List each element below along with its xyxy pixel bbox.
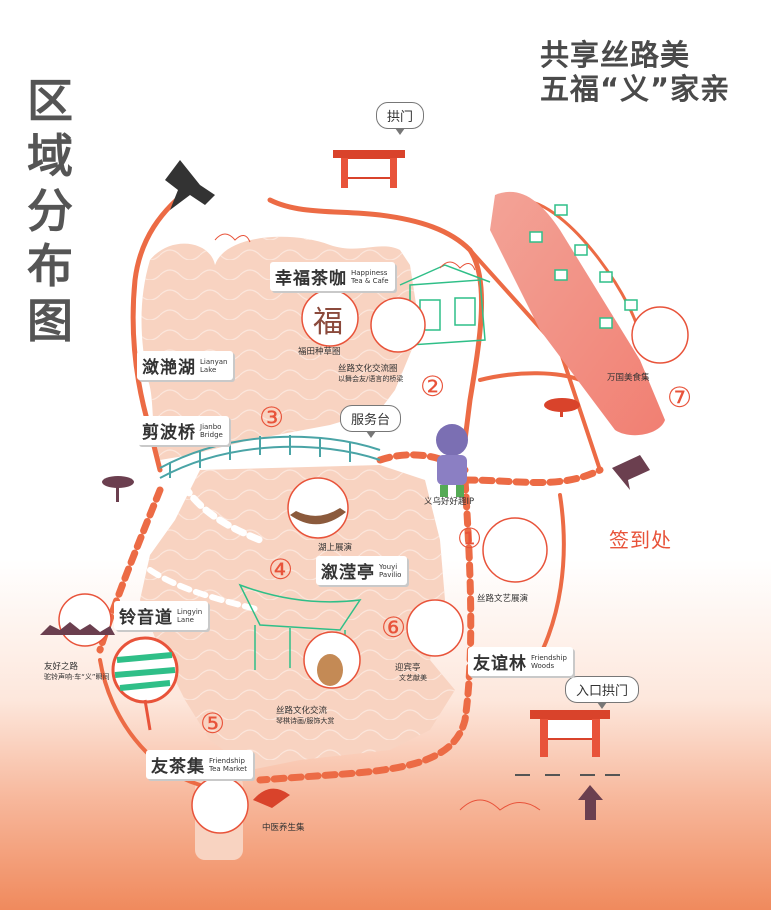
zone-en-2: Tea Market bbox=[209, 764, 247, 773]
fu-character: 福 bbox=[313, 305, 343, 340]
slogan: 共享丝路美 五福“义”家亲 bbox=[540, 38, 730, 106]
zone-en-2: Lake bbox=[200, 365, 217, 374]
note-friendship-road: 友好之路 bbox=[44, 662, 79, 672]
station-number-4: ④ bbox=[268, 553, 294, 586]
food-circle bbox=[631, 306, 689, 364]
top-gate-drawing bbox=[333, 150, 405, 188]
zone-en-1: Youyi bbox=[379, 562, 398, 571]
zone-en-1: Lianyan bbox=[200, 357, 228, 366]
zone-name: 友谊林 bbox=[473, 654, 527, 674]
station-number-1: ① bbox=[457, 522, 483, 555]
zone-name: 友茶集 bbox=[151, 757, 205, 777]
map-title: 区域分布图 bbox=[27, 74, 73, 348]
pipa-icon bbox=[317, 654, 343, 686]
zone-en-1: Jianbo bbox=[200, 422, 222, 431]
station-number-3: ③ bbox=[259, 401, 285, 434]
zone-name: 铃音道 bbox=[119, 608, 173, 628]
note-welcome-pavilion-sub: 文艺献美 bbox=[399, 674, 427, 682]
lantern-drawing bbox=[111, 636, 179, 731]
note-silk-exchange: 丝路文化交流 bbox=[276, 706, 328, 716]
zone-en-1: Friendship bbox=[209, 756, 245, 765]
opera-circle bbox=[482, 517, 548, 583]
note-silk-exchange-circle-sub: 以舞会友/语言的桥梁 bbox=[338, 375, 404, 383]
boat-icon bbox=[290, 508, 346, 525]
cloud-decor bbox=[439, 261, 476, 271]
note-world-food: 万国美食集 bbox=[607, 373, 650, 383]
cloud-decor bbox=[214, 233, 251, 243]
zone-en-2: Pavilio bbox=[379, 570, 402, 579]
jianbo-bridge-drawing bbox=[159, 435, 381, 479]
dancer-circle bbox=[370, 297, 426, 353]
zone-en-1: Happiness bbox=[351, 268, 388, 277]
entrance-gate-drawing bbox=[515, 710, 620, 776]
station-number-2: ② bbox=[420, 370, 446, 403]
zone-name: 剪波桥 bbox=[142, 423, 196, 443]
mascot-drawing bbox=[436, 424, 468, 497]
park-land bbox=[140, 236, 455, 860]
cloud-decor bbox=[459, 799, 541, 811]
fan-icon bbox=[253, 788, 290, 808]
zone-en-2: Lane bbox=[177, 615, 194, 624]
zone-en-2: Woods bbox=[531, 661, 555, 670]
note-welcome-pavilion: 迎宾亭 bbox=[395, 663, 421, 673]
note-friendship-road-sub: 驼铃声响·车“义”瞬间 bbox=[44, 673, 110, 681]
slogan-line-2: 五福“义”家亲 bbox=[540, 72, 731, 106]
zone-name: 潋滟湖 bbox=[142, 358, 196, 378]
zone-name: 溆滢亭 bbox=[321, 563, 375, 583]
swallow-icon bbox=[165, 160, 215, 210]
tree-icon bbox=[102, 398, 580, 502]
checkin-arrow-icon bbox=[612, 455, 650, 490]
zone-en-2: Bridge bbox=[200, 430, 223, 439]
pavilion-circle bbox=[406, 599, 464, 657]
boat-circle bbox=[287, 477, 349, 539]
station-number-5: ⑤ bbox=[200, 707, 226, 740]
camels-icon bbox=[40, 622, 115, 635]
stall-flags bbox=[529, 204, 638, 329]
camel-circle bbox=[58, 593, 112, 647]
tcm-circle bbox=[191, 776, 249, 834]
station-number-7: ⑦ bbox=[667, 381, 693, 414]
station-number-6: ⑥ bbox=[381, 611, 407, 644]
zone-en-1: Friendship bbox=[531, 653, 567, 662]
note-futian: 福田种草圈 bbox=[298, 347, 341, 357]
note-silk-art-show: 丝路文艺展演 bbox=[477, 594, 529, 604]
market-street bbox=[490, 191, 665, 436]
note-yiwu-ip: 义乌好好趣IP bbox=[424, 497, 475, 507]
checkin-label: 签到处 bbox=[609, 528, 672, 552]
entrance-arrow-icon bbox=[578, 785, 603, 820]
note-silk-exchange-circle: 丝路文化交流圈 bbox=[338, 364, 398, 374]
zone-en-1: Lingyin bbox=[177, 607, 203, 616]
zone-en-2: Tea & Cafe bbox=[351, 276, 389, 285]
entrance-gate-bubble: 入口拱门 bbox=[565, 676, 640, 709]
service-desk-bubble: 服务台 bbox=[340, 405, 402, 438]
note-tcm: 中医养生集 bbox=[262, 823, 305, 833]
note-silk-exchange-sub: 琴棋诗画/服饰大赏 bbox=[276, 717, 335, 725]
zone-name: 幸福茶咖 bbox=[275, 269, 347, 289]
slogan-line-1: 共享丝路美 bbox=[540, 38, 691, 72]
note-lake-show: 湖上展演 bbox=[318, 543, 353, 553]
top-gate-bubble: 拱门 bbox=[376, 102, 425, 135]
